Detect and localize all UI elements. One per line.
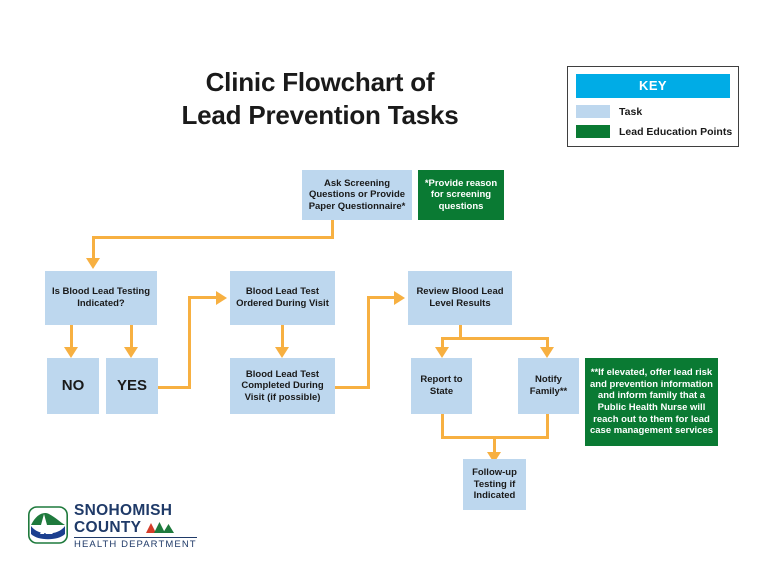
node-yes: YES: [106, 358, 158, 414]
node-no: NO: [47, 358, 99, 414]
node-yes-label: YES: [116, 376, 147, 394]
logo-line-snohomish: SNOHOMISH: [74, 502, 173, 519]
connector-review-split-stem: [459, 325, 462, 339]
connector-merge-stem-to-followup: [493, 436, 496, 454]
connector-indicated-to-no: [70, 325, 73, 349]
logo-line-county-row: COUNTY: [74, 518, 197, 536]
node-is-blood-lead-testing-indicated-label: Is Blood Lead Testing Indicated?: [52, 286, 150, 309]
arrowhead-into-notify-family: [540, 347, 554, 358]
arrowhead-into-indicated: [86, 258, 100, 269]
node-blood-lead-test-completed-label: Blood Lead Test Completed During Visit (…: [241, 368, 324, 403]
connector-completed-to-review-seg-up: [367, 296, 370, 389]
arrowhead-into-follow-up-testing: [487, 452, 501, 463]
node-follow-up-testing-label: Follow-up Testing if Indicated: [472, 467, 517, 502]
snohomish-county-emblem-icon: [28, 505, 69, 549]
connector-report-merge-down: [441, 414, 444, 438]
node-report-to-state-label: Report to State: [420, 374, 463, 397]
mountain-peaks-icon: [145, 521, 175, 534]
key-legend-item-task-label: Task: [619, 105, 643, 118]
connector-ask-to-indicated-seg-down2: [92, 236, 95, 260]
node-is-blood-lead-testing-indicated: Is Blood Lead Testing Indicated?: [45, 271, 157, 325]
connector-indicated-to-yes: [130, 325, 133, 349]
lead-education-color-swatch: [576, 125, 610, 138]
page-title-line-2: Lead Prevention Tasks: [181, 100, 459, 131]
arrowhead-into-no: [64, 347, 78, 358]
node-notify-family: Notify Family**: [518, 358, 579, 414]
connector-review-to-notify: [546, 337, 549, 349]
arrowhead-into-report-to-state: [435, 347, 449, 358]
arrowhead-into-ordered: [216, 291, 227, 305]
node-elevated-followup-note-label: **If elevated, offer lead risk and preve…: [589, 367, 714, 437]
connector-yes-to-ordered-seg-right2: [188, 296, 218, 299]
arrowhead-into-completed: [275, 347, 289, 358]
connector-review-split-bar: [441, 337, 549, 340]
logo-line-county: COUNTY: [74, 518, 142, 536]
node-ask-screening-questions: Ask Screening Questions or Provide Paper…: [302, 170, 412, 220]
connector-completed-to-review-seg-right2: [367, 296, 396, 299]
snohomish-county-health-department-logo: SNOHOMISH COUNTY HEALTH DEPARTMENT: [28, 503, 197, 551]
node-blood-lead-test-completed: Blood Lead Test Completed During Visit (…: [230, 358, 335, 414]
node-blood-lead-test-ordered: Blood Lead Test Ordered During Visit: [230, 271, 335, 325]
node-ask-screening-questions-label: Ask Screening Questions or Provide Paper…: [308, 177, 406, 212]
node-blood-lead-test-ordered-label: Blood Lead Test Ordered During Visit: [236, 286, 329, 309]
connector-ask-to-indicated-seg-down: [331, 220, 334, 238]
connector-completed-to-review-seg-right: [335, 386, 370, 389]
key-legend-item-task: Task: [576, 105, 730, 118]
arrowhead-into-yes: [124, 347, 138, 358]
key-legend-header: KEY: [576, 74, 730, 98]
page-title: Clinic Flowchart of Lead Prevention Task…: [90, 66, 550, 133]
node-report-to-state: Report to State: [411, 358, 472, 414]
connector-yes-to-ordered-seg-right: [158, 386, 191, 389]
node-review-blood-lead-level-results-label: Review Blood Lead Level Results: [416, 286, 504, 309]
connector-ordered-to-completed: [281, 325, 284, 349]
arrowhead-into-review: [394, 291, 405, 305]
connector-ask-to-indicated-seg-left: [92, 236, 334, 239]
logo-wordmark: SNOHOMISH COUNTY HEALTH DEPARTMENT: [74, 503, 197, 551]
node-elevated-followup-note: **If elevated, offer lead risk and preve…: [585, 358, 718, 446]
connector-review-to-report: [441, 337, 444, 349]
logo-line-health-department: HEALTH DEPARTMENT: [74, 537, 197, 550]
key-legend-item-lead-education: Lead Education Points: [576, 125, 733, 138]
connector-yes-to-ordered-seg-up: [188, 296, 191, 389]
task-color-swatch: [576, 105, 610, 118]
node-provide-reason-label: *Provide reason for screening questions: [424, 177, 498, 212]
node-follow-up-testing: Follow-up Testing if Indicated: [463, 459, 526, 510]
connector-notify-merge-down: [546, 414, 549, 438]
key-legend: KEY Task Lead Education Points: [567, 66, 739, 147]
page-title-line-1: Clinic Flowchart of: [205, 67, 435, 97]
key-legend-item-lead-education-label: Lead Education Points: [619, 125, 733, 138]
node-no-label: NO: [61, 376, 85, 394]
node-notify-family-label: Notify Family**: [529, 374, 568, 397]
node-review-blood-lead-level-results: Review Blood Lead Level Results: [408, 271, 512, 325]
node-provide-reason: *Provide reason for screening questions: [418, 170, 504, 220]
